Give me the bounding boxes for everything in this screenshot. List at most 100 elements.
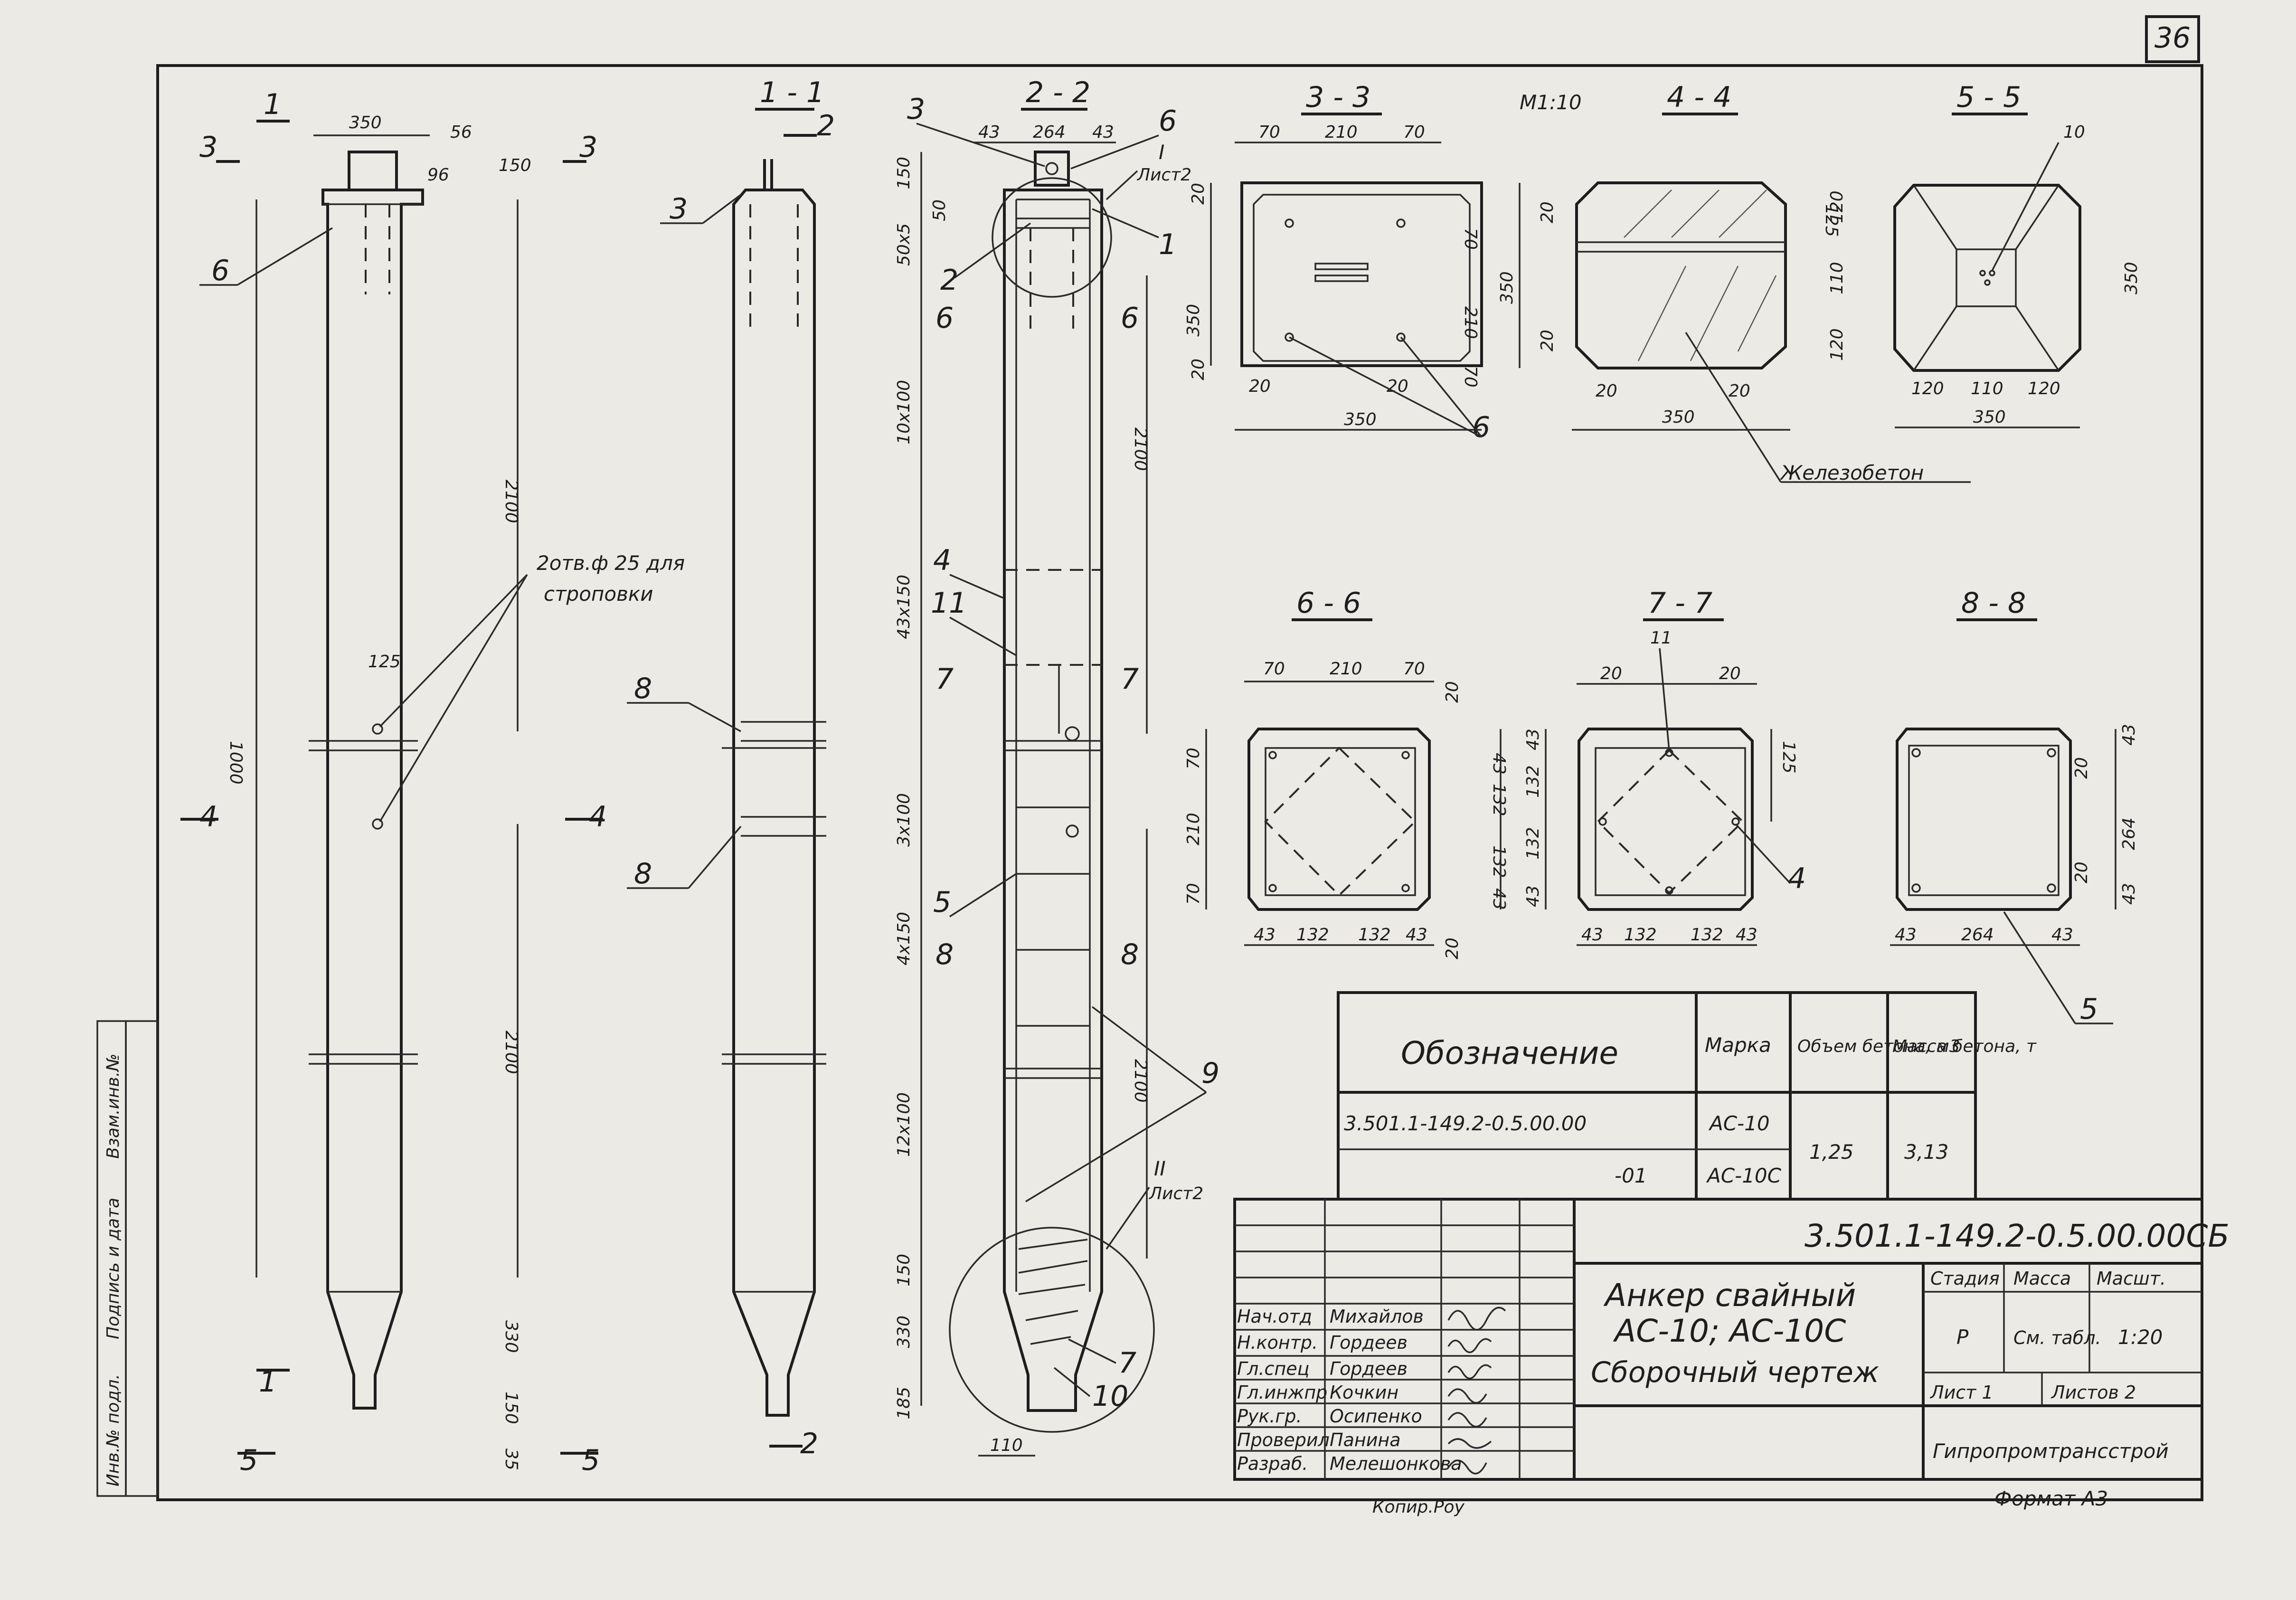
sec55-dim-120-t: 120 (1827, 190, 1847, 223)
sec66-dim-43-r2: 43 (1489, 888, 1509, 910)
title-section-7-7: 7 - 7 (1648, 587, 1712, 620)
sec66-dim-20-r2: 20 (1443, 937, 1462, 959)
sec55-outline (1893, 184, 2081, 372)
side-stamp-inner (125, 1020, 159, 1497)
callout-10-sec22: 10 (1092, 1380, 1128, 1413)
cut-2-top: 2 (817, 109, 835, 142)
tb-mass-header: Масса (2013, 1268, 2071, 1289)
sec44-hatch (1624, 189, 1777, 361)
section-8-8-view: 8 - 8 20 264 20 43 43 43 264 43 5 (1890, 587, 2139, 1026)
detail-II-mark: II (1154, 1157, 1166, 1180)
sec66-dim-210-a: 210 (1330, 659, 1362, 679)
callout-4-sec22: 4 (933, 544, 951, 577)
elevation-view: 350 56 96 150 2100 1000 2100 330 150 35 … (180, 88, 685, 1477)
sec55-core (1956, 248, 2017, 307)
tb-scale-header: Масшт. (2097, 1268, 2166, 1289)
sec66-dim-70-a: 70 (1263, 659, 1285, 679)
section-5-5-view: 5 - 5 10 120 110 120 350 120 110 120 350 (1827, 81, 2141, 428)
callout-9: 9 (1201, 1057, 1219, 1090)
tb-title-3: Сборочный чертеж (1591, 1356, 1879, 1389)
cut-5-left: 5 (240, 1444, 258, 1477)
sec44-dim-350-b: 350 (1662, 407, 1695, 427)
sec33-dim-20-b: 20 (1189, 359, 1208, 380)
sec55-dim-110-h: 110 (1971, 379, 2003, 398)
spec-table: Обозначение Марка Объем бетона, м3 Масса… (1337, 991, 2037, 1201)
sec66-diamond (1264, 747, 1417, 897)
tb-title-2: АС-10; АС-10С (1613, 1313, 1846, 1349)
callout-2-sec22: 2 (940, 264, 958, 297)
name-1: Гордеев (1330, 1332, 1408, 1353)
elev-dim-150b: 150 (501, 1392, 521, 1424)
sec66-dim-43-r1: 43 (1489, 753, 1509, 775)
sec33-dim-70-a: 70 (1258, 123, 1280, 142)
cut-4-left: 4 (199, 800, 217, 833)
spec-row2-mark: АС-10С (1706, 1164, 1782, 1187)
section-6-6-view: 6 - 6 70 210 70 20 70 210 70 43 132 132 … (1184, 587, 1509, 959)
cut-2-bottom: 2 (800, 1427, 818, 1460)
elev-dim-1000: 1000 (226, 741, 246, 785)
sec22-dim-150-top: 150 (894, 157, 914, 189)
cut-7-left: 7 (935, 663, 954, 696)
name-3: Кочкин (1330, 1382, 1398, 1403)
tb-stage: Р (1956, 1325, 1969, 1349)
section-2-2-view: 2 - 2 I Лист2 II Лист2 43 (894, 76, 1219, 1457)
sec22-dim-10x100: 10х100 (894, 380, 914, 445)
sec88-dim-43-b: 43 (2119, 883, 2139, 905)
callout-6-sec22: 6 (1159, 104, 1177, 138)
sec88-dim-264-v: 264 (2119, 817, 2139, 850)
sec22-dim-150-bot: 150 (894, 1254, 914, 1287)
sec44-dim-125: 125 (1822, 204, 1841, 237)
signature-scribbles (1447, 1307, 1506, 1475)
note-lifting-1: 2отв.ф 25 для (537, 551, 685, 575)
sec33-dim-70-r1: 70 (1461, 228, 1480, 250)
sec77-dim-132-a: 132 (1624, 925, 1657, 945)
role-3: Гл.инжпр (1237, 1382, 1327, 1403)
sec66-dim-70-l2: 70 (1184, 883, 1203, 905)
cut-7-right: 7 (1121, 663, 1139, 696)
sec66-dim-43-a: 43 (1254, 925, 1276, 945)
sec77-diamond (1597, 749, 1744, 894)
sheet-number-box (2145, 15, 2200, 63)
copied-mark: Копир.Роу (1372, 1497, 1465, 1517)
callout-8-sec11-b: 8 (634, 857, 652, 890)
sec33-dim-350-l: 350 (1184, 304, 1203, 337)
sec77-dim-132-l1: 132 (1523, 765, 1543, 798)
title-block: Нач.отд Михайлов Н.контр. Гордеев Гл.спе… (1233, 1198, 2230, 1481)
spec-header-mass: Масса бетона, т (1892, 1037, 2037, 1056)
sec22-dim-43x150: 43х150 (894, 575, 914, 639)
elev-dim-35: 35 (501, 1449, 521, 1470)
section-7-7-view: 7 - 7 11 20 20 43 132 132 43 125 43 132 … (1523, 587, 1806, 946)
sec88-outline (1896, 728, 2072, 911)
name-0: Михайлов (1330, 1306, 1424, 1327)
sec77-dim-20-r: 20 (1719, 664, 1741, 683)
sec88-dim-43-t: 43 (2119, 724, 2139, 746)
title-section-4-4: 4 - 4 (1667, 81, 1731, 114)
sec33-dim-350-b: 350 (1344, 410, 1377, 429)
sheet-format: Формат А3 (1994, 1487, 2108, 1510)
tb-stage-header: Стадия (1930, 1268, 2000, 1289)
spec-header-mark: Марка (1705, 1033, 1771, 1057)
detail-II-circle (949, 1227, 1155, 1433)
sec88-dim-20-b: 20 (2072, 862, 2091, 883)
sec22-spiral (1018, 1239, 1088, 1345)
sec22-dim-110: 110 (990, 1436, 1023, 1455)
scale-note: М1:10 (1520, 91, 1582, 114)
role-2: Гл.спец (1237, 1358, 1310, 1379)
callout-11-sec22: 11 (931, 587, 967, 620)
callout-3-sec22: 3 (907, 93, 925, 126)
sec33-dim-210-r: 210 (1461, 306, 1480, 339)
detail-II-ref: Лист2 (1148, 1184, 1203, 1203)
sec33-dim-70-r2: 70 (1461, 366, 1480, 388)
title-section-3-3: 3 - 3 (1306, 81, 1370, 114)
callout-8-sec11-a: 8 (634, 672, 652, 705)
name-4: Осипенко (1330, 1406, 1422, 1427)
tb-title-1: Анкер свайный (1603, 1277, 1856, 1314)
sec55-dim-120-r: 120 (2028, 379, 2060, 398)
name-2: Гордеев (1330, 1358, 1408, 1379)
sec66-dim-132-a: 132 (1296, 925, 1329, 945)
sec22-head-plate (1034, 151, 1070, 187)
sec77-dim-43-l2: 43 (1523, 885, 1543, 907)
sec22-dim-43-l: 43 (978, 123, 1000, 142)
callout-1-sec22: 1 (1159, 228, 1177, 261)
elev-dim-330: 330 (501, 1320, 521, 1353)
